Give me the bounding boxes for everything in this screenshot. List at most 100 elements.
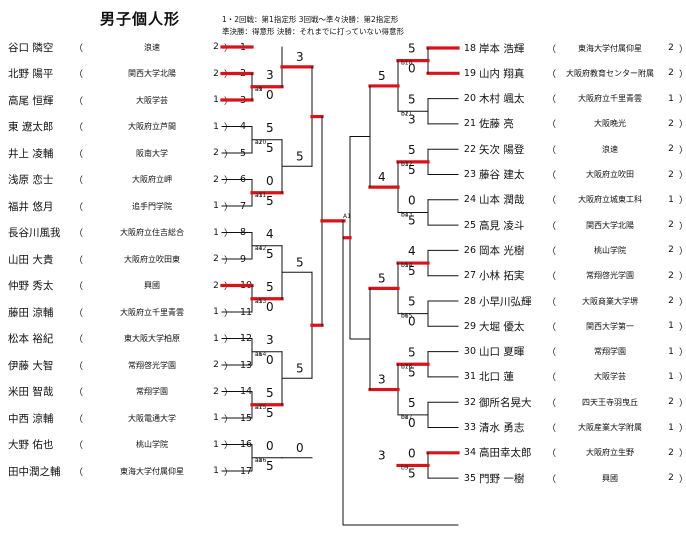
- entry-school: 大阪府教育センター附属: [566, 68, 654, 78]
- match-label-right: b9: [401, 464, 409, 471]
- paren-close: ）: [679, 117, 686, 130]
- entry-name: 大堀 優太: [479, 320, 525, 333]
- paren-close: ）: [224, 149, 234, 160]
- entry-grade: 1: [668, 422, 674, 433]
- paren-open: （: [547, 398, 557, 409]
- entry-school: 東海大学付属仰星: [578, 43, 642, 53]
- entry-school: 浪速: [144, 42, 160, 52]
- paren-close: ）: [679, 472, 686, 485]
- entry-name: 中西 涼輔: [8, 412, 54, 425]
- entry-number: 34: [463, 447, 476, 459]
- paren-close: ）: [224, 255, 234, 266]
- entry-grade: 1: [668, 194, 674, 205]
- entry-name: 長谷川風我: [8, 227, 61, 239]
- handwritten-score: 3: [266, 333, 274, 347]
- paren-close: ）: [679, 168, 686, 181]
- entry-grade: 2: [668, 43, 674, 53]
- match-label-right: b1: [401, 60, 409, 67]
- paren-open: （: [74, 467, 84, 478]
- paren-close: ）: [679, 396, 686, 409]
- handwritten-score: 5: [408, 365, 416, 379]
- paren-open: （: [547, 145, 557, 156]
- entry-school: 東海大学付属仰星: [120, 466, 184, 476]
- handwritten-score: 5: [266, 459, 274, 473]
- entry-number: 32: [463, 396, 476, 408]
- paren-open: （: [74, 70, 84, 80]
- paren-close: ）: [679, 92, 686, 105]
- match-label-left: a4: [255, 245, 263, 252]
- entry-school: 大阪産業大学附属: [578, 423, 642, 432]
- handwritten-score: 5: [296, 255, 304, 269]
- paren-close: ）: [224, 335, 234, 345]
- entry-number: 33: [463, 422, 476, 433]
- entry-number: 23: [463, 169, 476, 180]
- entry-school: 常翔学園: [594, 347, 626, 357]
- paren-close: ）: [679, 446, 686, 459]
- entry-number: 21: [463, 118, 476, 130]
- entry-name: 田中潤之輔: [8, 465, 61, 478]
- entry-name: 高田幸太郎: [479, 447, 532, 460]
- entry-school: 大阪府立吹田東: [124, 254, 180, 264]
- match-label-right: b10: [401, 60, 413, 67]
- match-label-right: b11: [401, 110, 413, 117]
- paren-open: （: [74, 176, 84, 186]
- entry-grade: 2: [213, 386, 219, 397]
- handwritten-score: 4: [266, 227, 274, 241]
- match-label-left: a8: [255, 457, 263, 464]
- paren-close: ）: [679, 143, 686, 156]
- handwritten-score: 0: [408, 62, 416, 76]
- entry-number: 20: [463, 93, 476, 105]
- paren-close: ）: [679, 269, 686, 282]
- paren-close: ）: [679, 67, 686, 80]
- entry-name: 井上 凌輔: [8, 147, 54, 160]
- entry-grade: 2: [213, 68, 219, 79]
- entry-school: 大阪学芸: [594, 372, 626, 382]
- entry-name: 高見 凌斗: [479, 219, 525, 232]
- entry-name: 北口 蓮: [479, 371, 514, 384]
- paren-open: （: [547, 424, 557, 434]
- entry-school: 東大阪大学柏原: [124, 334, 180, 343]
- handwritten-score: 5: [408, 345, 416, 359]
- entry-grade: 2: [668, 447, 674, 458]
- paren-close: ）: [679, 320, 686, 333]
- handwritten-score: 5: [408, 42, 416, 56]
- paren-close: ）: [224, 441, 234, 451]
- handwritten-score: 5: [408, 466, 416, 480]
- paren-open: （: [547, 69, 557, 80]
- entry-name: 北野 陽平: [8, 68, 54, 80]
- entry-school: 桃山学院: [594, 245, 626, 255]
- entry-name: 松本 裕紀: [8, 333, 54, 345]
- entry-number: 22: [463, 143, 476, 155]
- entry-school: 常翔啓光学園: [128, 360, 176, 370]
- entry-name: 浅原 恋士: [8, 174, 54, 186]
- entry-grade: 2: [668, 68, 674, 79]
- entry-school: 大阪学芸: [136, 95, 168, 105]
- entry-school: 関西大学北陽: [586, 220, 634, 230]
- paren-close: ）: [679, 295, 686, 308]
- entry-grade: 2: [213, 280, 219, 291]
- paren-open: （: [547, 373, 557, 384]
- paren-open: （: [74, 229, 84, 239]
- handwritten-score: 5: [266, 247, 274, 261]
- handwritten-score: 0: [266, 174, 274, 188]
- match-label-left: a7: [255, 404, 263, 411]
- entry-school: 常翔啓光学園: [586, 271, 634, 281]
- handwritten-score: 0: [408, 446, 416, 460]
- paren-open: （: [547, 449, 557, 460]
- entry-school: 大阪府立住吉総合: [120, 228, 184, 237]
- entry-number: 27: [463, 270, 476, 282]
- entry-school: 大阪府立千里青雲: [578, 94, 642, 104]
- entry-number: 31: [463, 371, 476, 383]
- paren-open: （: [547, 196, 557, 207]
- handwritten-score: 5: [408, 295, 416, 309]
- entry-name: 小早川弘輝: [479, 295, 532, 308]
- match-label-left: a2: [255, 139, 263, 146]
- match-label-left: a10: [255, 139, 266, 146]
- paren-open: （: [74, 255, 84, 266]
